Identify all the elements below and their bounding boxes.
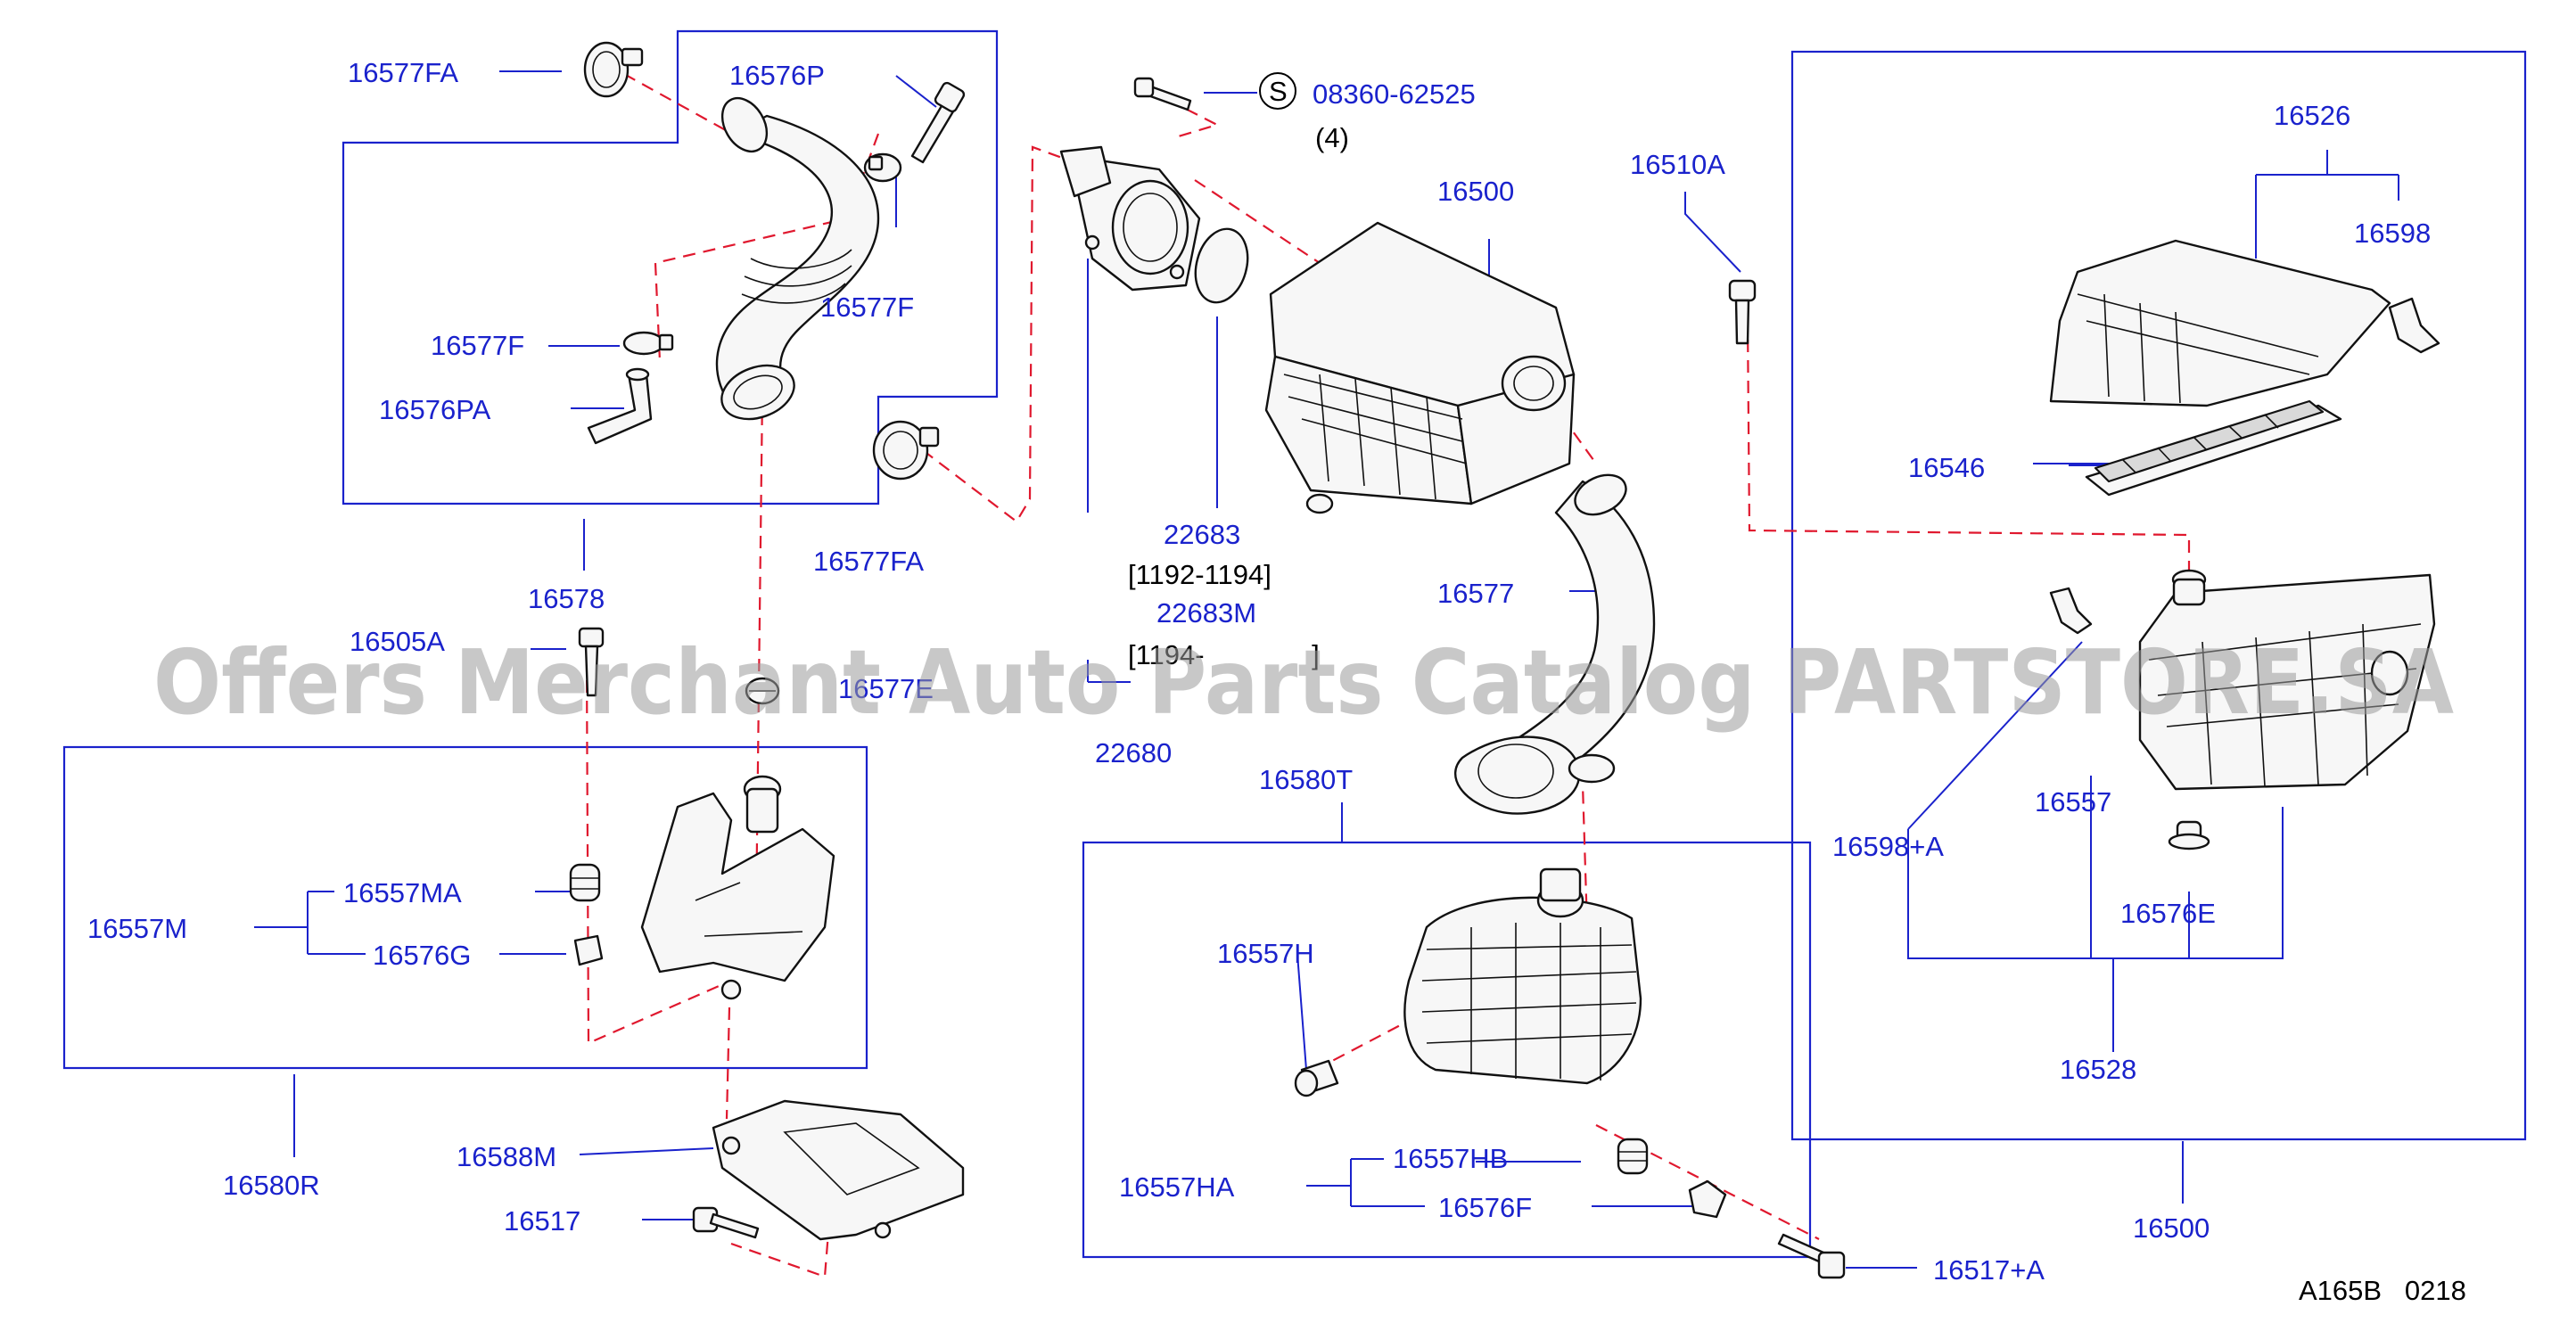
cover-16526 xyxy=(2049,239,2391,407)
resonator-16580T xyxy=(1403,867,1642,1085)
bolt-16517 xyxy=(692,1206,760,1239)
label-16588M[interactable]: 16588M xyxy=(457,1141,556,1172)
lower-case-16528 xyxy=(2138,573,2436,791)
label-16576F[interactable]: 16576F xyxy=(1438,1192,1532,1223)
label-16557M[interactable]: 16557M xyxy=(87,913,187,944)
label-16580T[interactable]: 16580T xyxy=(1259,764,1353,795)
label-16577E[interactable]: 16577E xyxy=(838,673,934,704)
label-16526[interactable]: 16526 xyxy=(2274,100,2350,131)
bolt-16517A xyxy=(1777,1233,1846,1279)
grommet-16557HB xyxy=(1617,1138,1649,1175)
air-flow-meter-22680 xyxy=(1059,145,1201,292)
grommet-16557MA xyxy=(569,863,601,902)
collar-16576E xyxy=(2168,820,2210,850)
label-16517[interactable]: 16517 xyxy=(504,1205,580,1237)
label-16557H[interactable]: 16557H xyxy=(1217,938,1314,969)
gasket-22683 xyxy=(1194,227,1249,304)
clip-16577E xyxy=(745,677,780,705)
label-16546[interactable]: 16546 xyxy=(1908,452,1985,483)
label-16528[interactable]: 16528 xyxy=(2060,1054,2136,1085)
collar-16576F xyxy=(1688,1179,1727,1219)
label-16578[interactable]: 16578 xyxy=(528,583,605,614)
leader-lines xyxy=(254,70,2399,1269)
s-symbol: S xyxy=(1269,76,1288,107)
clamp-16577FA-bottom xyxy=(872,420,940,481)
clamp-16577F-right xyxy=(863,152,902,183)
filter-16546 xyxy=(2085,399,2342,497)
label-qty-4: (4) xyxy=(1315,122,1349,153)
label-16500-center[interactable]: 16500 xyxy=(1437,176,1514,207)
label-16557[interactable]: 16557 xyxy=(2035,786,2111,818)
label-16557MA[interactable]: 16557MA xyxy=(343,877,462,908)
label-16517A[interactable]: 16517+A xyxy=(1933,1254,2045,1286)
label-16577[interactable]: 16577 xyxy=(1437,578,1514,609)
pipe-16576PA xyxy=(587,367,653,445)
clip-16598A xyxy=(2049,587,2093,635)
group-box-16500 xyxy=(1790,50,2527,1141)
label-16598A[interactable]: 16598+A xyxy=(1832,831,1944,862)
label-range-1194: [1194- ] xyxy=(1128,639,1320,670)
parts xyxy=(569,41,2440,1279)
grommet-16557H xyxy=(1294,1059,1339,1097)
resonator-bracket-16580R xyxy=(640,775,835,1000)
intake-hose-16578 xyxy=(715,96,880,421)
bolt-16505A xyxy=(578,627,605,697)
label-16557HA[interactable]: 16557HA xyxy=(1119,1171,1235,1203)
label-range-1192-1194: [1192-1194] xyxy=(1128,559,1272,590)
label-16557HB[interactable]: 16557HB xyxy=(1393,1143,1508,1174)
label-16576P[interactable]: 16576P xyxy=(729,60,825,91)
group-box-16578 xyxy=(342,29,999,505)
label-16510A[interactable]: 16510A xyxy=(1630,149,1725,180)
label-16577FA-bottom[interactable]: 16577FA xyxy=(813,546,924,577)
clamp-16577FA-top xyxy=(583,41,644,98)
label-16577F-right[interactable]: 16577F xyxy=(820,292,914,323)
label-16598[interactable]: 16598 xyxy=(2354,218,2431,249)
label-22680[interactable]: 22680 xyxy=(1095,737,1172,768)
watermark: Offers Merchant Auto Parts Catalog PARTS… xyxy=(153,630,2454,735)
bracket-16588M xyxy=(712,1099,965,1241)
label-16500-right[interactable]: 16500 xyxy=(2133,1212,2210,1244)
group-box-16580R xyxy=(62,745,868,1070)
clamp-16577F-left xyxy=(622,331,674,356)
clip-16598 xyxy=(2388,297,2440,354)
label-16577F-left[interactable]: 16577F xyxy=(431,330,524,361)
grommet-16557 xyxy=(2171,569,2207,606)
label-16576PA[interactable]: 16576PA xyxy=(379,394,491,425)
label-22683[interactable]: 22683 xyxy=(1164,519,1240,550)
s-symbol-circle xyxy=(1259,72,1296,110)
label-16580R[interactable]: 16580R xyxy=(223,1170,320,1201)
group-box-16580T xyxy=(1082,841,1812,1259)
air-cleaner-16500 xyxy=(1264,221,1576,514)
label-16505A[interactable]: 16505A xyxy=(350,626,445,657)
part-labels: 16577FA 16576P 16577F 16577F 16576PA 165… xyxy=(87,57,2466,1306)
label-08360-62525[interactable]: 08360-62525 xyxy=(1313,78,1476,110)
label-16576G[interactable]: 16576G xyxy=(373,940,471,971)
duct-16577 xyxy=(1453,473,1656,815)
diagram-code: A165B 0218 xyxy=(2299,1275,2466,1306)
label-16576E[interactable]: 16576E xyxy=(2120,898,2216,929)
label-22683M[interactable]: 22683M xyxy=(1156,597,1256,629)
bolt-16510A xyxy=(1728,279,1757,345)
screw-08360-62525 xyxy=(1133,77,1192,111)
label-16577FA-top[interactable]: 16577FA xyxy=(348,57,458,88)
collar-16576G xyxy=(573,934,604,966)
bolt-16576P xyxy=(910,81,966,164)
